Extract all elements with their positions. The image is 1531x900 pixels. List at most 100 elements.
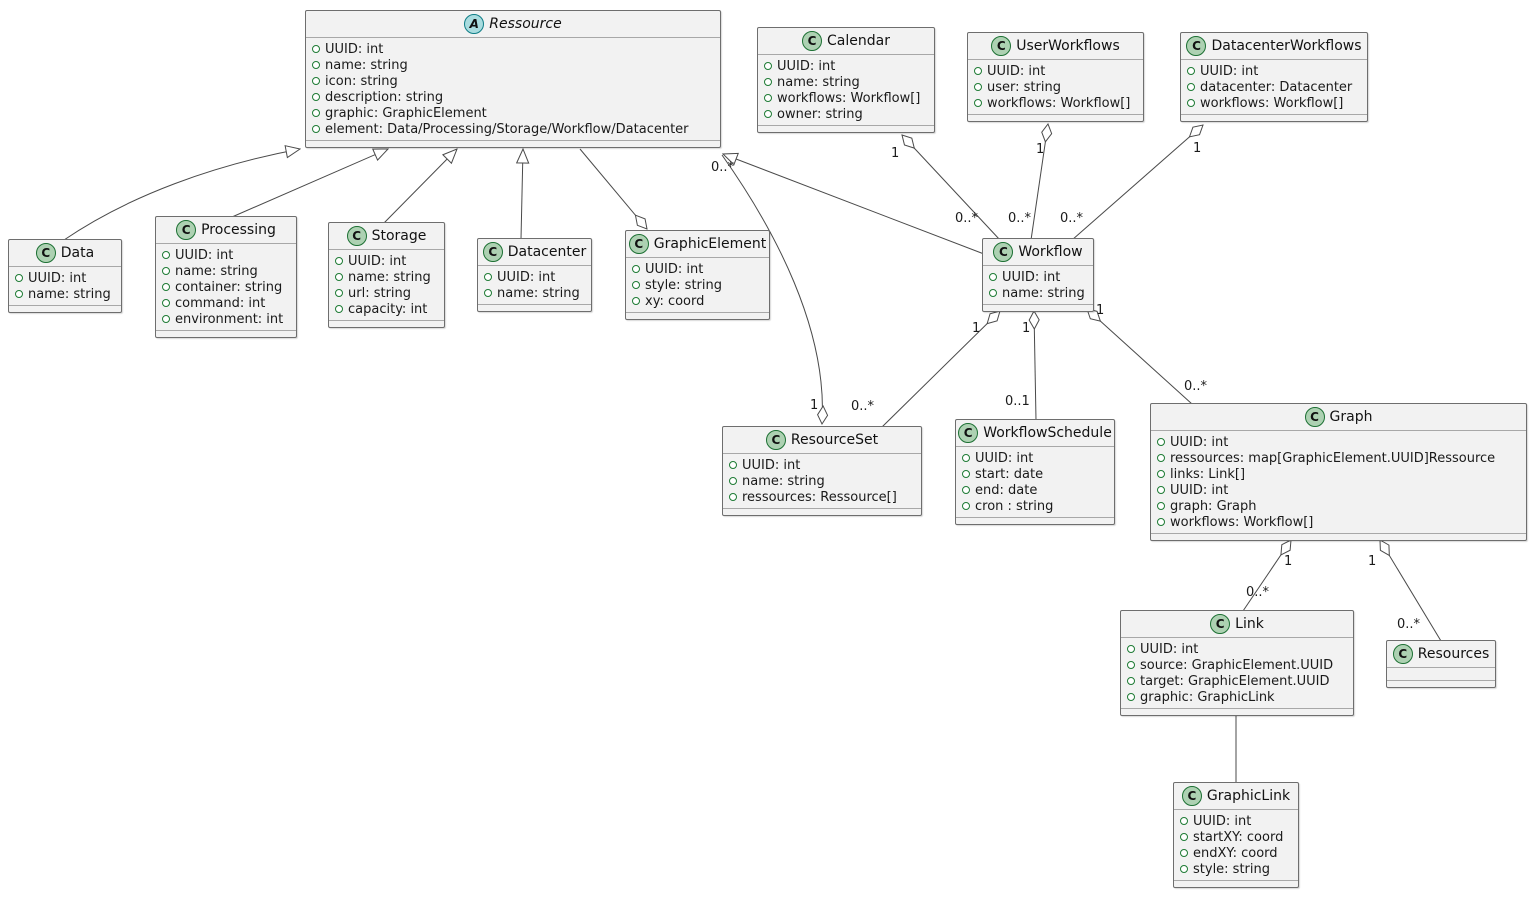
attribute-row: name: string <box>727 473 916 489</box>
edge-workflow-resourceset <box>881 311 1000 428</box>
methods-compartment <box>968 114 1143 121</box>
multiplicity-label: 0..* <box>1060 211 1084 226</box>
field-visibility-icon <box>162 315 170 323</box>
field-visibility-icon <box>632 265 640 273</box>
attribute-row: name: string <box>13 286 116 302</box>
field-visibility-icon <box>335 273 343 281</box>
edge-resourceset-ressource <box>721 154 822 424</box>
attribute-row: style: string <box>630 277 764 293</box>
attribute-text: container: string <box>175 279 283 295</box>
attribute-row: source: GraphicElement.UUID <box>1125 657 1348 673</box>
methods-compartment <box>156 330 296 337</box>
field-visibility-icon <box>729 477 737 485</box>
attribute-row: UUID: int <box>1125 641 1348 657</box>
attribute-row: description: string <box>310 89 715 105</box>
attribute-row: startXY: coord <box>1178 829 1293 845</box>
class-header: C Datacenter <box>478 239 591 265</box>
attribute-text: style: string <box>1193 861 1271 877</box>
class-icon: C <box>1181 786 1202 806</box>
field-visibility-icon <box>1127 645 1135 653</box>
field-visibility-icon <box>729 493 737 501</box>
field-visibility-icon <box>962 470 970 478</box>
attribute-row: target: GraphicElement.UUID <box>1125 673 1348 689</box>
attribute-row: UUID: int <box>1185 63 1362 79</box>
field-visibility-icon <box>974 83 982 91</box>
class-header: C DatacenterWorkflows <box>1181 33 1367 59</box>
multiplicity-label: 1 <box>1193 141 1202 156</box>
attribute-text: name: string <box>348 269 431 285</box>
attribute-text: UUID: int <box>987 63 1046 79</box>
multiplicity-label: 1 <box>810 398 819 413</box>
attribute-row: cron : string <box>960 498 1109 514</box>
class-icon: C <box>1304 407 1325 427</box>
attribute-row: end: date <box>960 482 1109 498</box>
field-visibility-icon <box>335 289 343 297</box>
class-title: Data <box>60 245 95 261</box>
abstract-class-icon: A <box>464 14 485 34</box>
edge-data-ressource <box>63 149 300 241</box>
attribute-text: datacenter: Datacenter <box>1200 79 1353 95</box>
attribute-text: UUID: int <box>497 269 556 285</box>
attribute-row: UUID: int <box>630 261 764 277</box>
attribute-text: element: Data/Processing/Storage/Workflo… <box>325 121 689 137</box>
field-visibility-icon <box>335 257 343 265</box>
field-visibility-icon <box>312 109 320 117</box>
attribute-text: environment: int <box>175 311 284 327</box>
class-header: C Workflow <box>983 239 1093 265</box>
attribute-row: UUID: int <box>310 41 715 57</box>
attribute-row: capacity: int <box>333 301 439 317</box>
attribute-text: UUID: int <box>777 58 836 74</box>
class-title: Workflow <box>1018 244 1083 260</box>
field-visibility-icon <box>632 297 640 305</box>
class-title: ResourceSet <box>790 432 879 448</box>
attribute-row: UUID: int <box>987 269 1088 285</box>
field-visibility-icon <box>1127 661 1135 669</box>
methods-compartment <box>956 517 1114 524</box>
attribute-text: graph: Graph <box>1170 498 1257 514</box>
class-icon: C <box>993 242 1014 262</box>
field-visibility-icon <box>1180 817 1188 825</box>
edge-datacenterworkflows-workflow <box>1071 125 1203 241</box>
class-title: WorkflowSchedule <box>983 425 1112 441</box>
field-visibility-icon <box>974 67 982 75</box>
attribute-row: container: string <box>160 279 291 295</box>
class-title: Datacenter <box>507 244 587 260</box>
attribute-row: graph: Graph <box>1155 498 1521 514</box>
methods-compartment <box>329 320 444 327</box>
edge-graph-resources <box>1380 540 1442 642</box>
field-visibility-icon <box>962 454 970 462</box>
methods-compartment <box>1174 880 1298 887</box>
class-title: DatacenterWorkflows <box>1211 38 1362 54</box>
edge-storage-ressource <box>383 149 457 224</box>
multiplicity-label: 1 <box>972 321 981 336</box>
methods-compartment <box>1387 680 1495 687</box>
class-icon: C <box>765 430 786 450</box>
class-header: C ResourceSet <box>723 427 921 453</box>
field-visibility-icon <box>484 273 492 281</box>
multiplicity-label: 1 <box>1368 554 1377 569</box>
attribute-text: UUID: int <box>1193 813 1252 829</box>
attribute-text: links: Link[] <box>1170 466 1246 482</box>
class-resources: C Resources <box>1386 640 1496 688</box>
edge-workflow-schedule <box>1034 311 1036 421</box>
attribute-text: UUID: int <box>645 261 704 277</box>
field-visibility-icon <box>962 486 970 494</box>
multiplicity-label: 0..* <box>1397 617 1421 632</box>
attribute-row: UUID: int <box>1155 434 1521 450</box>
attribute-row: workflows: Workflow[] <box>1155 514 1521 530</box>
class-title: Ressource <box>489 16 562 32</box>
attribute-row: user: string <box>972 79 1138 95</box>
attribute-row: name: string <box>482 285 586 301</box>
attribute-row: UUID: int <box>727 457 916 473</box>
attribute-text: name: string <box>777 74 860 90</box>
edge-graphicelement-ressource <box>579 148 647 229</box>
multiplicity-label: 1 <box>891 146 900 161</box>
